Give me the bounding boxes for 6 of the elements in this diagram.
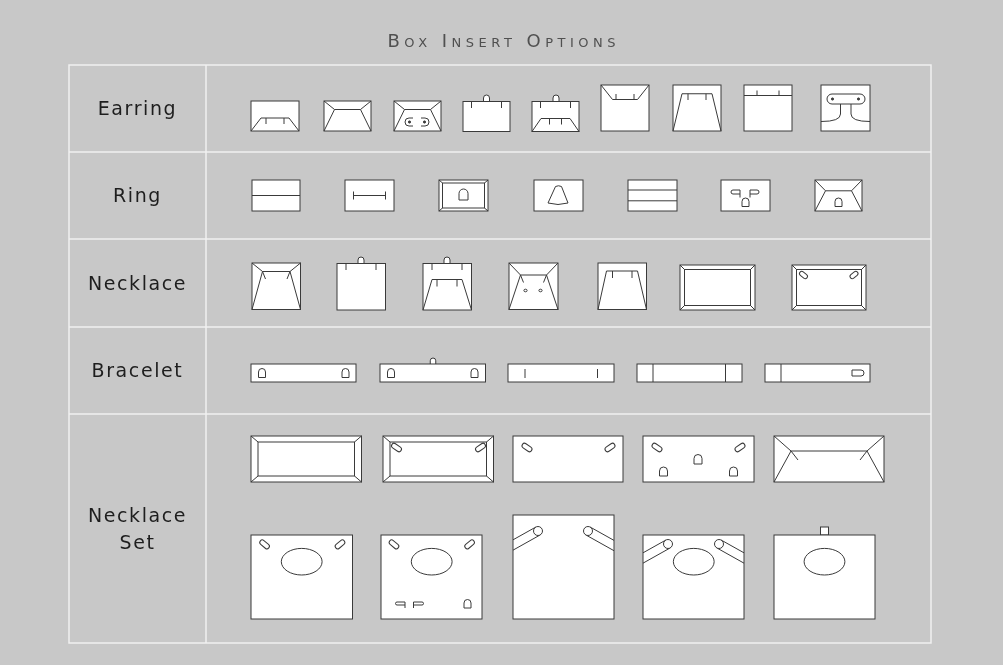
diagram-title: Box Insert Options <box>386 30 621 51</box>
row-label: Bracelet <box>91 358 184 383</box>
row-label: Necklace Set <box>86 502 189 555</box>
row-label: Necklace <box>87 270 188 296</box>
row-label: Ring <box>113 183 162 208</box>
row-label: Earring <box>97 96 178 121</box>
